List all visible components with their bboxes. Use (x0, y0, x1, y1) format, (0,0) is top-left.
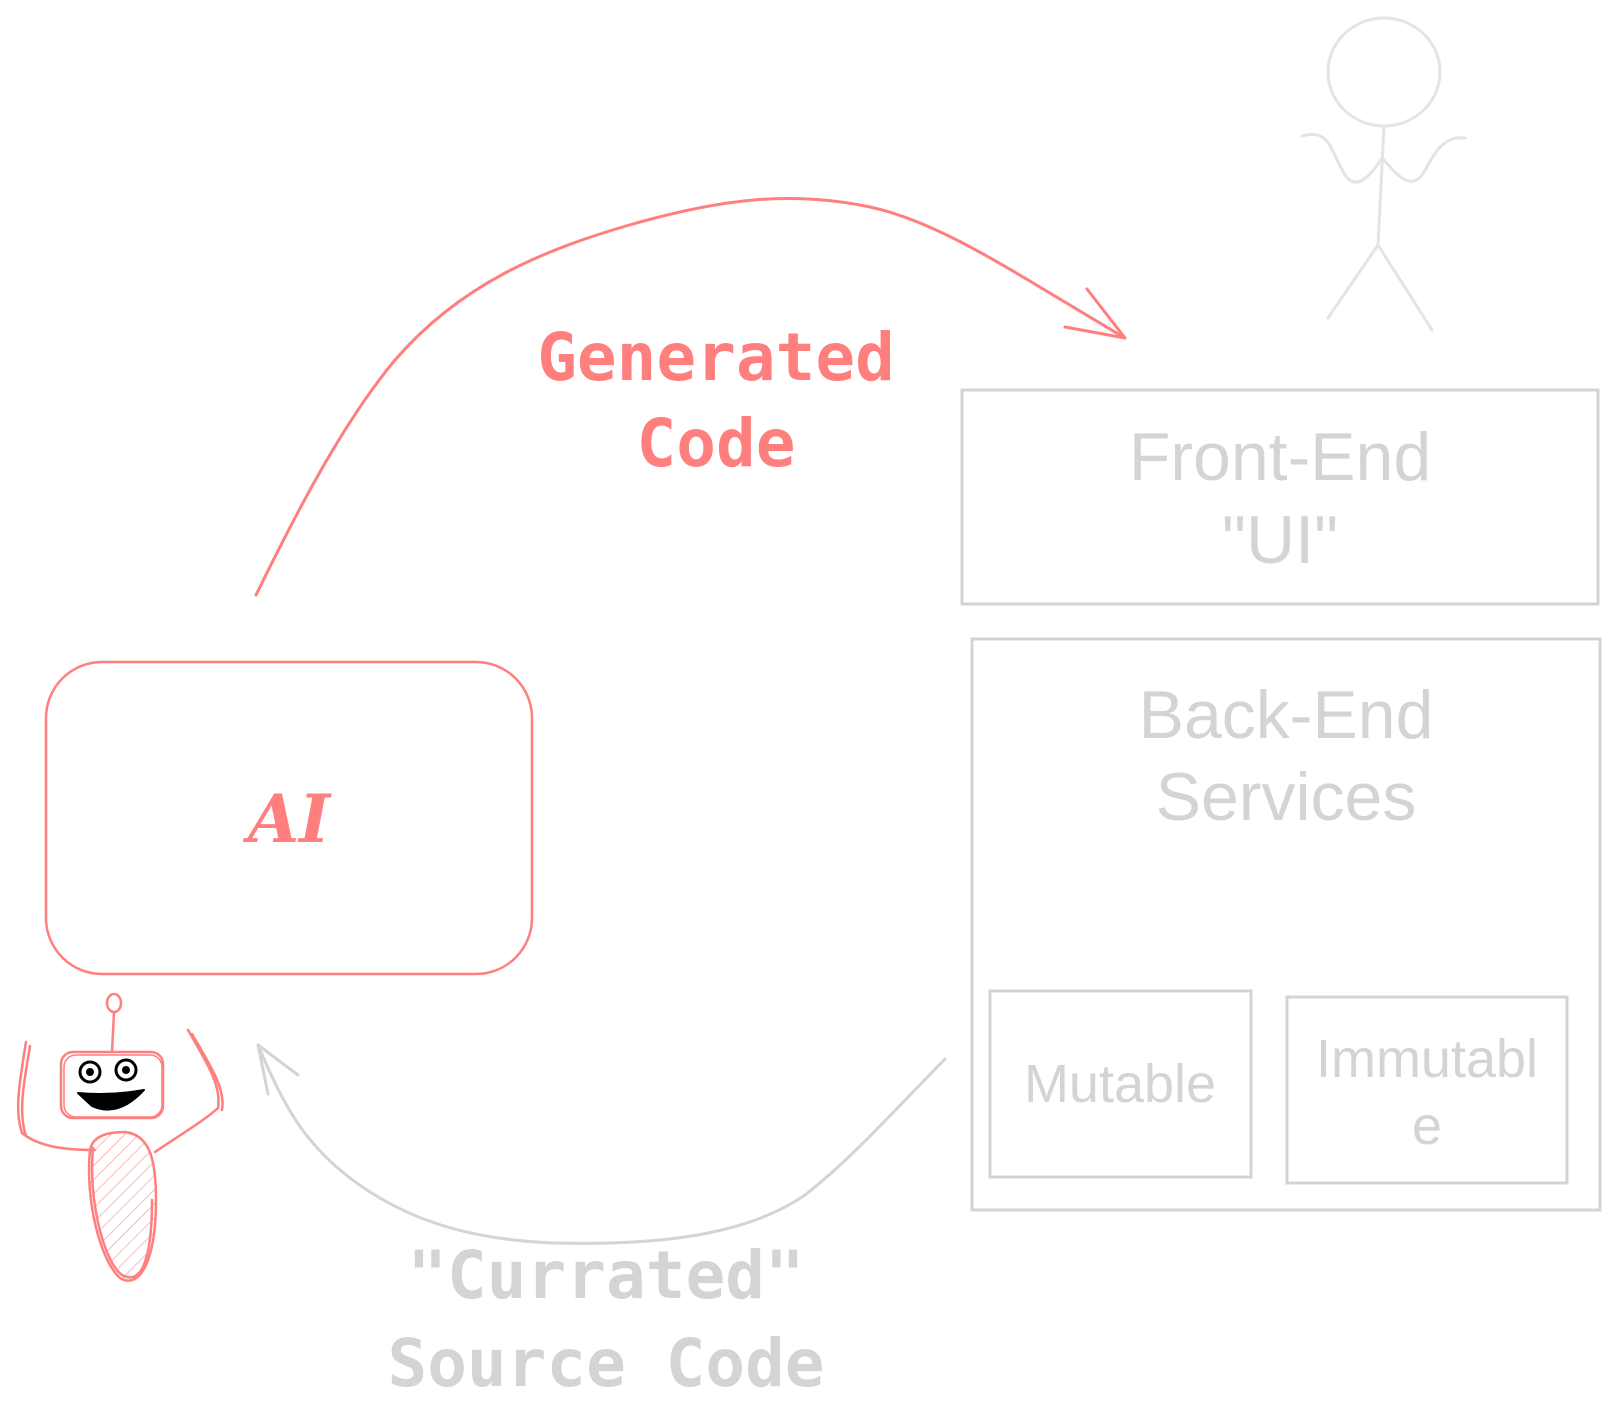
curated-source-label-line1: "Currated" (407, 1237, 804, 1314)
immutable-label-line2: e (1412, 1096, 1442, 1156)
front-end-label-line1: Front-End (1129, 419, 1431, 495)
front-end-box[interactable] (960, 388, 1600, 606)
back-end-label-line2: Services (1156, 759, 1417, 835)
immutable-label-line1: Immutabl (1316, 1029, 1538, 1089)
back-end-label-line1: Back-End (1139, 677, 1434, 753)
curated-source-label-line2: Source Code (387, 1325, 824, 1402)
stick-figure-user-icon (1300, 16, 1467, 332)
arrowhead-icon (256, 1043, 300, 1096)
generated-code-arrow (254, 196, 1127, 597)
immutable-box[interactable] (1285, 995, 1569, 1185)
generated-code-label-line1: Generated (537, 319, 895, 396)
back-end-box[interactable] (970, 637, 1602, 1212)
arrowhead-icon (1063, 287, 1127, 340)
curated-source-arrow (256, 1043, 947, 1245)
ai-box[interactable] (44, 660, 534, 976)
mutable-label: Mutable (1024, 1054, 1216, 1114)
mutable-box[interactable] (988, 989, 1253, 1179)
generated-code-label-line2: Code (637, 405, 796, 482)
front-end-label-line2: "UI" (1222, 502, 1338, 578)
robot-icon (16, 992, 224, 1282)
ai-label: AI (242, 780, 332, 858)
